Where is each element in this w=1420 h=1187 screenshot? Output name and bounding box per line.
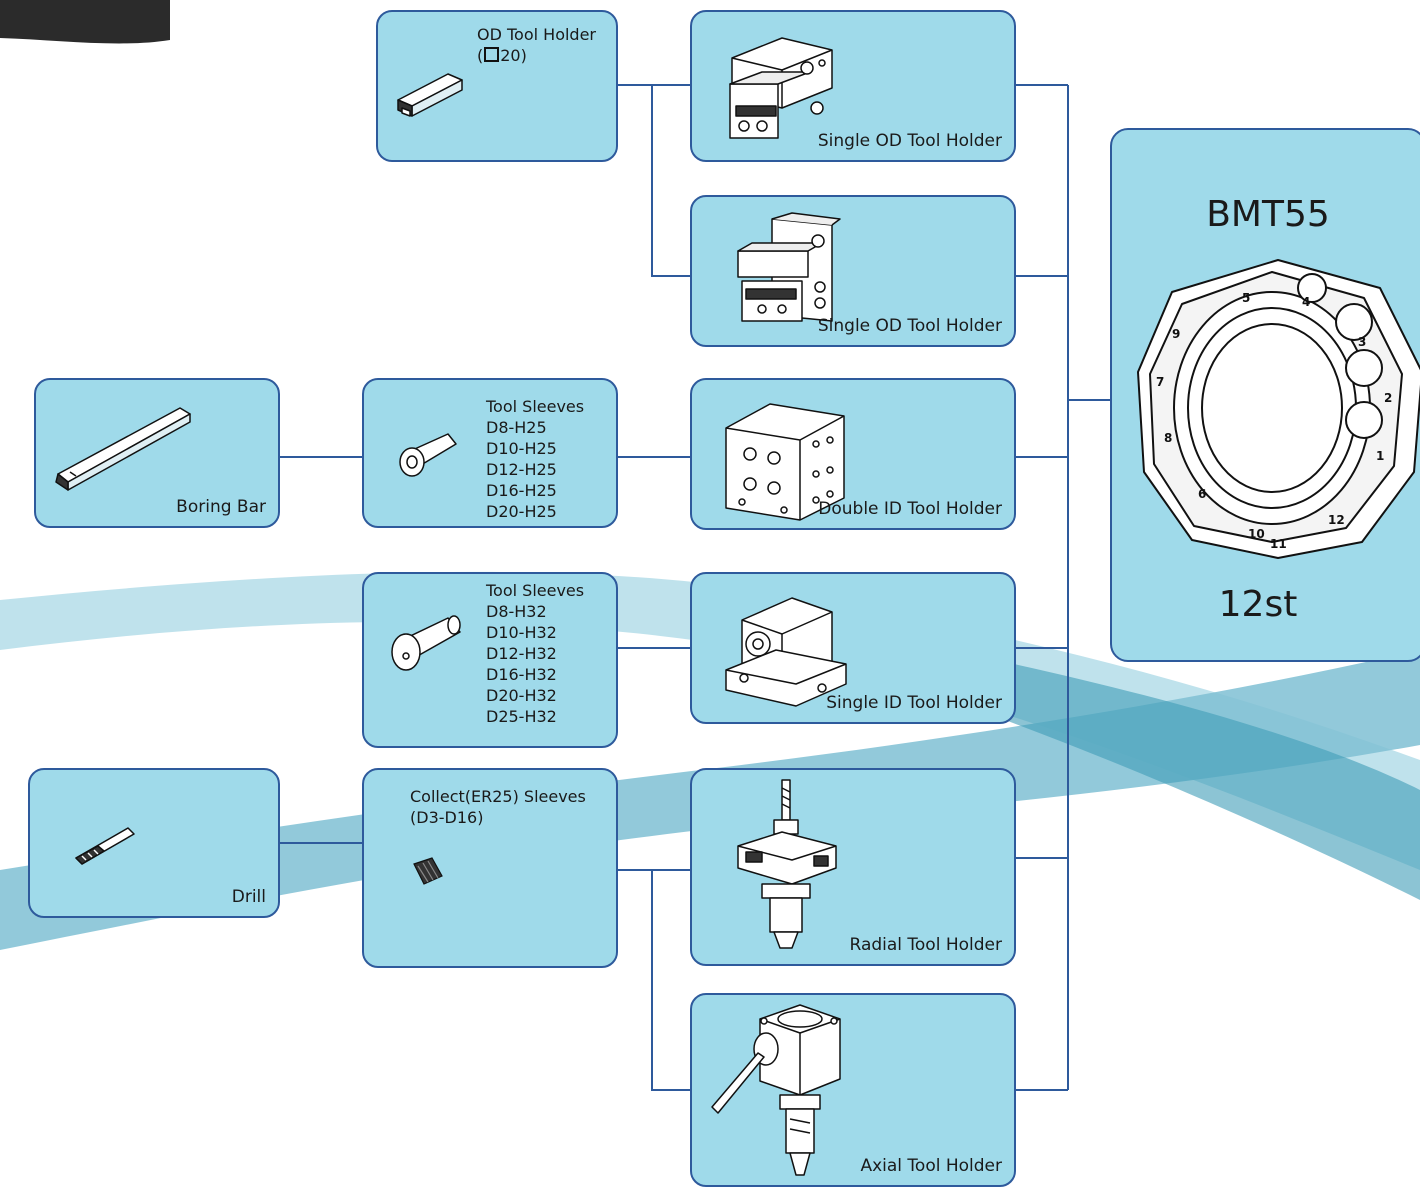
double-id-tool-holder-box: Double ID Tool Holder <box>690 378 1016 530</box>
single-od-tool-holder-b-label: Single OD Tool Holder <box>818 315 1002 337</box>
turret-number-1: 1 <box>1376 449 1384 463</box>
collet-sleeves-range: (D3-D16) <box>410 807 586 828</box>
axial-tool-holder-label: Axial Tool Holder <box>860 1155 1002 1177</box>
sleeves-h32-line-6: D20-H32 <box>486 685 584 706</box>
sleeves-h32-line-3: D10-H32 <box>486 622 584 643</box>
turret-number-6: 6 <box>1198 487 1206 501</box>
sleeves-h32-line-7: D25-H32 <box>486 706 584 727</box>
axial-tool-holder-illustration <box>704 999 854 1187</box>
sleeves-h25-line-6: D20-H25 <box>486 501 584 522</box>
square-symbol-icon <box>484 47 499 62</box>
turret-number-12: 12 <box>1328 513 1345 527</box>
boring-bar-illustration <box>50 402 210 502</box>
collet-sleeves-title: Collect(ER25) Sleeves <box>410 786 586 807</box>
tool-sleeve-h32-illustration <box>388 610 468 680</box>
sleeves-h32-line-2: D8-H32 <box>486 601 584 622</box>
turret-number-5: 5 <box>1242 291 1250 305</box>
turret-number-11: 11 <box>1270 537 1287 551</box>
turret-number-8: 8 <box>1164 431 1172 445</box>
square-shank-tool-illustration <box>392 64 472 124</box>
collet-illustration <box>408 854 448 890</box>
turret-model-title: BMT55 <box>1112 194 1420 235</box>
drill-label: Drill <box>232 886 266 908</box>
sleeves-h25-line-5: D16-H25 <box>486 480 584 501</box>
turret-box: BMT55 1 2 3 4 5 6 7 8 9 10 11 12 12st <box>1110 128 1420 662</box>
sleeves-h32-line-1: Tool Sleeves <box>486 580 584 601</box>
turret-number-4: 4 <box>1302 295 1310 309</box>
turret-stations-count: 12st <box>1112 584 1404 625</box>
double-id-tool-holder-label: Double ID Tool Holder <box>818 498 1002 520</box>
tool-sleeve-h25-illustration <box>394 428 464 488</box>
boring-bar-label: Boring Bar <box>176 496 266 518</box>
radial-tool-holder-box: Radial Tool Holder <box>690 768 1016 966</box>
boring-bar-box: Boring Bar <box>34 378 280 528</box>
sleeves-h25-line-1: Tool Sleeves <box>486 396 584 417</box>
turret-number-3: 3 <box>1358 335 1366 349</box>
drill-box: Drill <box>28 768 280 918</box>
single-od-tool-holder-b-box: Single OD Tool Holder <box>690 195 1016 347</box>
axial-tool-holder-box: Axial Tool Holder <box>690 993 1016 1187</box>
tool-sleeves-h32-box: Tool Sleeves D8-H32 D10-H32 D12-H32 D16-… <box>362 572 618 748</box>
turret-number-9: 9 <box>1172 327 1180 341</box>
tool-sleeves-h25-box: Tool Sleeves D8-H25 D10-H25 D12-H25 D16-… <box>362 378 618 528</box>
sleeves-h25-line-3: D10-H25 <box>486 438 584 459</box>
od-tool-holder-title: OD Tool Holder <box>477 24 596 45</box>
od-tool-holder-size: (20) <box>477 45 596 66</box>
sleeves-h32-line-5: D16-H32 <box>486 664 584 685</box>
single-od-tool-holder-a-box: Single OD Tool Holder <box>690 10 1016 162</box>
single-id-tool-holder-label: Single ID Tool Holder <box>826 692 1002 714</box>
collet-sleeves-box: Collect(ER25) Sleeves (D3-D16) <box>362 768 618 968</box>
turret-number-2: 2 <box>1384 391 1392 405</box>
turret-number-10: 10 <box>1248 527 1265 541</box>
sleeves-h25-line-4: D12-H25 <box>486 459 584 480</box>
turret-illustration: 1 2 3 4 5 6 7 8 9 10 11 12 <box>1132 252 1420 562</box>
turret-number-7: 7 <box>1156 375 1164 389</box>
sleeves-h32-line-4: D12-H32 <box>486 643 584 664</box>
sleeves-h25-line-2: D8-H25 <box>486 417 584 438</box>
drill-illustration <box>70 820 140 870</box>
od-tool-holder-box: OD Tool Holder (20) <box>376 10 618 162</box>
radial-tool-holder-illustration <box>732 776 842 956</box>
single-od-tool-holder-a-label: Single OD Tool Holder <box>818 130 1002 152</box>
single-id-tool-holder-box: Single ID Tool Holder <box>690 572 1016 724</box>
radial-tool-holder-label: Radial Tool Holder <box>850 934 1003 956</box>
